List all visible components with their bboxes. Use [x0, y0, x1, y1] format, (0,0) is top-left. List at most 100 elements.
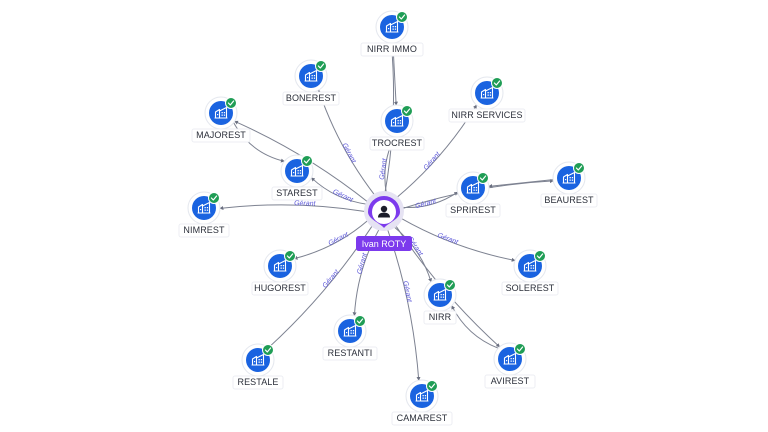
edge-label-nimrest: Gérant — [294, 200, 317, 208]
company-node-bonerest[interactable]: BONEREST — [282, 59, 340, 106]
company-label: CAMAREST — [397, 413, 448, 423]
company-label-bg — [282, 91, 340, 106]
check-badge-icon — [477, 172, 489, 184]
company-label: NIRR — [429, 312, 452, 322]
building-icon — [304, 69, 318, 82]
building-icon — [385, 20, 399, 33]
company-node-restanti[interactable]: RESTANTI — [322, 314, 378, 361]
company-label-bg — [448, 108, 526, 123]
company-label-bg — [501, 281, 559, 296]
company-label: AVIREST — [491, 376, 530, 386]
edge-nimrest — [219, 204, 367, 213]
check-badge-icon — [444, 279, 456, 291]
nodes-layer: NIRR IMMO BONEREST MAJOREST TROCREST NIRR SE… — [178, 10, 598, 426]
company-label-bg — [178, 223, 230, 238]
check-badge-icon — [426, 380, 438, 392]
company-node-hugorest[interactable]: HUGOREST — [251, 249, 309, 296]
person-name: Ivan ROTY — [362, 239, 407, 249]
edge-label-trocrest: Gérant — [379, 157, 389, 180]
check-badge-icon — [534, 250, 546, 262]
edge-label-solerest: Gérant — [436, 232, 459, 246]
building-icon — [214, 106, 228, 119]
check-badge-icon — [514, 343, 526, 355]
company-label: TROCREST — [372, 138, 423, 148]
building-icon — [466, 181, 480, 194]
edge-label-nirr-services: Gérant — [423, 150, 443, 172]
company-label: BONEREST — [286, 93, 337, 103]
company-node-trocrest[interactable]: TROCREST — [369, 104, 425, 151]
company-label-bg — [391, 411, 453, 426]
company-node-camarest[interactable]: CAMAREST — [391, 379, 453, 426]
company-label: NIMREST — [183, 225, 225, 235]
check-badge-icon — [573, 162, 585, 174]
building-icon — [433, 288, 447, 301]
user-icon — [378, 205, 390, 218]
company-label-bg — [251, 281, 309, 296]
check-badge-icon — [354, 315, 366, 327]
company-label: MAJOREST — [196, 130, 246, 140]
company-label-bg — [360, 42, 424, 57]
company-node-restale[interactable]: RESTALE — [232, 343, 284, 390]
building-icon — [343, 324, 357, 337]
building-icon — [480, 86, 494, 99]
company-node-sprirest[interactable]: SPRIREST — [445, 171, 501, 218]
company-label: NIRR IMMO — [367, 44, 417, 54]
edge-beaurest-to-sprirest — [488, 179, 554, 188]
building-icon — [562, 171, 576, 184]
check-badge-icon — [491, 77, 503, 89]
check-badge-icon — [396, 11, 408, 23]
edge-label-camarest: Gérant — [401, 280, 412, 303]
edge-label-hugorest: Gérant — [327, 231, 350, 248]
company-label-bg — [423, 310, 457, 325]
company-label: SOLEREST — [506, 283, 555, 293]
company-label: STAREST — [276, 188, 318, 198]
company-label-bg — [271, 186, 323, 201]
person-name-tag[interactable] — [356, 236, 412, 251]
company-label-bg — [445, 203, 501, 218]
company-label: HUGOREST — [254, 283, 306, 293]
edge-avirest-to-nirr — [451, 305, 499, 349]
building-icon — [503, 352, 517, 365]
company-label-bg — [191, 128, 251, 143]
edge-label-starest: Gérant — [331, 189, 354, 205]
check-badge-icon — [401, 105, 413, 117]
edge-label-sprirest: Gérant — [415, 198, 439, 211]
check-badge-icon — [262, 344, 274, 356]
building-icon — [415, 389, 429, 402]
edge-hugorest — [293, 219, 369, 260]
building-icon — [197, 201, 211, 214]
building-icon — [523, 259, 537, 272]
company-label: BEAUREST — [544, 195, 594, 205]
company-node-avirest[interactable]: AVIREST — [484, 342, 536, 389]
edge-starest — [310, 177, 368, 205]
company-node-solerest[interactable]: SOLEREST — [501, 249, 559, 296]
company-node-nirr-immo[interactable]: NIRR IMMO — [360, 10, 424, 57]
company-label: SPRIREST — [450, 205, 496, 215]
company-label-bg — [232, 375, 284, 390]
check-badge-icon — [225, 97, 237, 109]
building-icon — [273, 259, 287, 272]
company-node-starest[interactable]: STAREST — [271, 154, 323, 201]
edge-label-restanti: Gérant — [356, 252, 369, 276]
company-node-beaurest[interactable]: BEAUREST — [540, 161, 598, 208]
edge-solerest — [400, 217, 516, 262]
check-badge-icon — [208, 192, 220, 204]
company-label: RESTANTI — [328, 348, 373, 358]
edge-label-bonerest: Gérant — [340, 142, 357, 165]
edges-layer — [219, 42, 554, 381]
edge-majorest-to-starest — [233, 122, 285, 163]
building-icon — [290, 164, 304, 177]
company-node-nirr-services[interactable]: NIRR SERVICES — [448, 76, 526, 123]
company-node-nimrest[interactable]: NIMREST — [178, 191, 230, 238]
company-label-bg — [484, 374, 536, 389]
company-label: NIRR SERVICES — [451, 110, 522, 120]
building-icon — [251, 353, 265, 366]
company-label-bg — [369, 136, 425, 151]
check-badge-icon — [284, 250, 296, 262]
company-node-nirr[interactable]: NIRR — [423, 278, 457, 325]
check-badge-icon — [301, 155, 313, 167]
company-label: RESTALE — [237, 377, 278, 387]
company-node-majorest[interactable]: MAJOREST — [191, 96, 251, 143]
center-person[interactable]: Ivan ROTY — [356, 191, 412, 251]
